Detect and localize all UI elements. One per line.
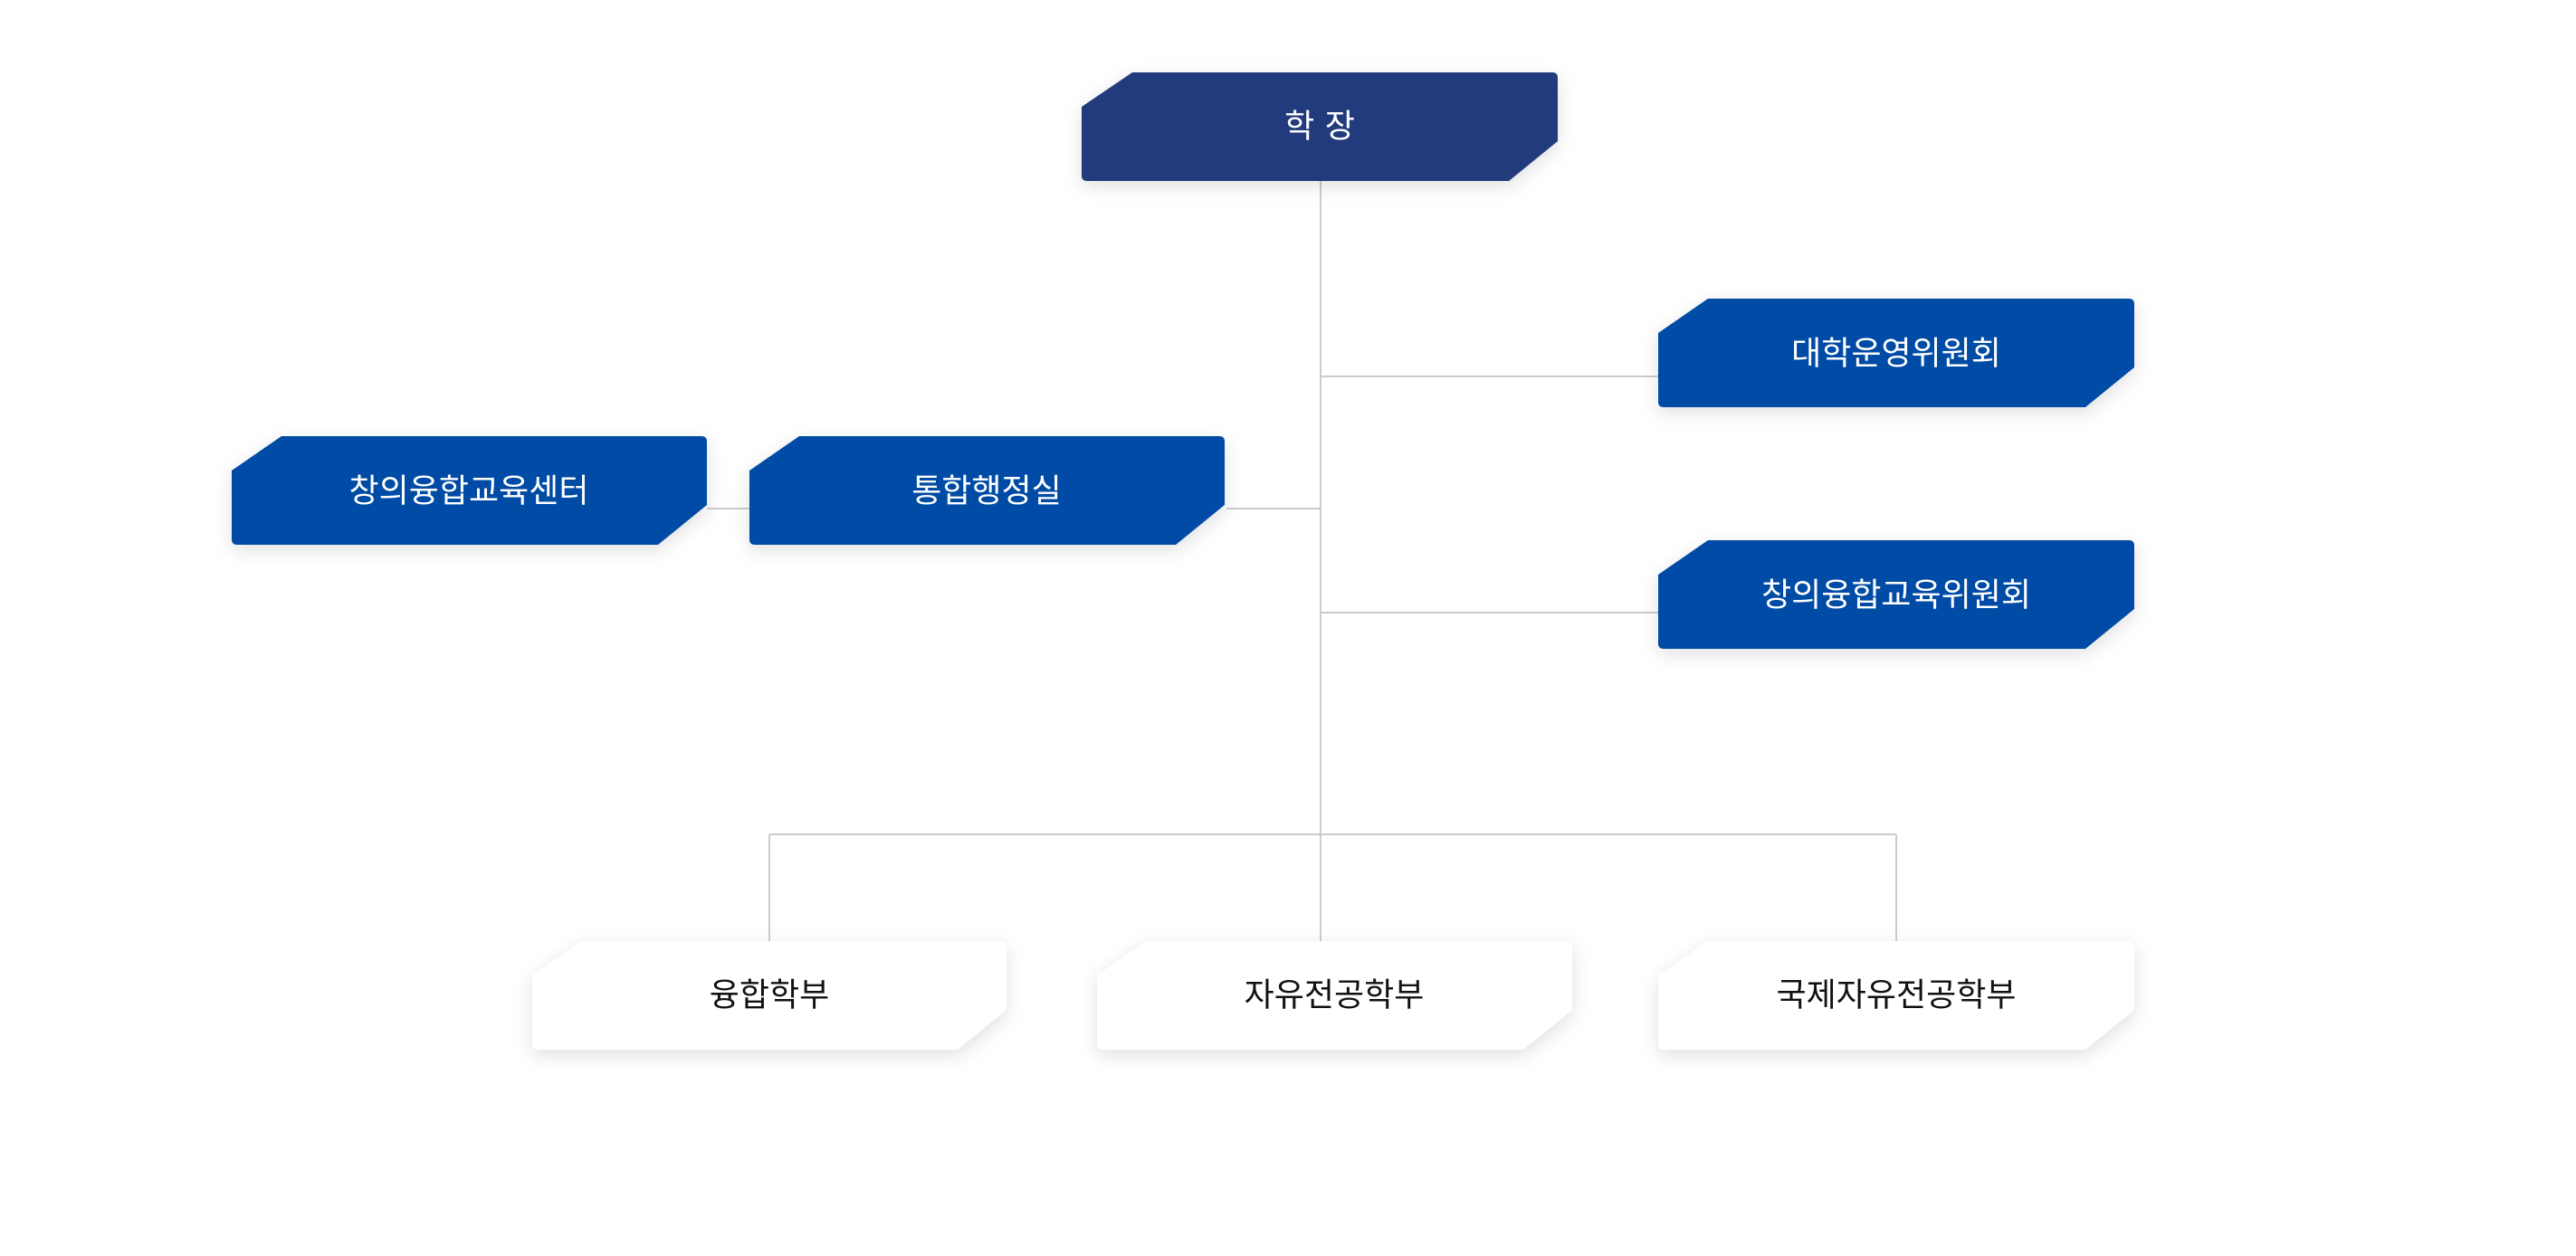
office-node-1-shape: [749, 436, 1225, 545]
office-node-2-label: 창의융합교육센터: [349, 473, 589, 510]
division-node-3-shape: [1658, 941, 2134, 1050]
committee-node-2[interactable]: 창의융합교육위원회: [1658, 540, 2134, 649]
committee-node-2-shape: [1658, 540, 2134, 649]
division-node-2-shape: [1097, 941, 1572, 1050]
division-node-1-shape: [532, 941, 1007, 1050]
dean-node[interactable]: 학 장: [1082, 72, 1558, 181]
dean-node-label: 학 장: [1284, 109, 1355, 146]
committee-node-2-label: 창의융합교육위원회: [1761, 577, 2031, 614]
office-node-1-label: 통합행정실: [911, 473, 1062, 510]
division-node-1-label: 융합학부: [710, 977, 829, 1014]
division-node-2[interactable]: 자유전공학부: [1097, 941, 1572, 1050]
division-node-1[interactable]: 융합학부: [532, 941, 1007, 1050]
office-node-2[interactable]: 창의융합교육센터: [232, 436, 707, 545]
office-node-1[interactable]: 통합행정실: [749, 436, 1225, 545]
office-node-2-shape: [232, 436, 707, 545]
committee-node-1[interactable]: 대학운영위원회: [1658, 299, 2134, 407]
committee-node-1-shape: [1658, 299, 2134, 407]
division-node-2-label: 자유전공학부: [1245, 977, 1425, 1014]
committee-node-1-label: 대학운영위원회: [1791, 336, 2001, 373]
division-node-3[interactable]: 국제자유전공학부: [1658, 941, 2134, 1050]
dean-node-shape: [1082, 72, 1558, 181]
connectors: [707, 181, 1897, 941]
division-node-3-label: 국제자유전공학부: [1777, 977, 2017, 1014]
